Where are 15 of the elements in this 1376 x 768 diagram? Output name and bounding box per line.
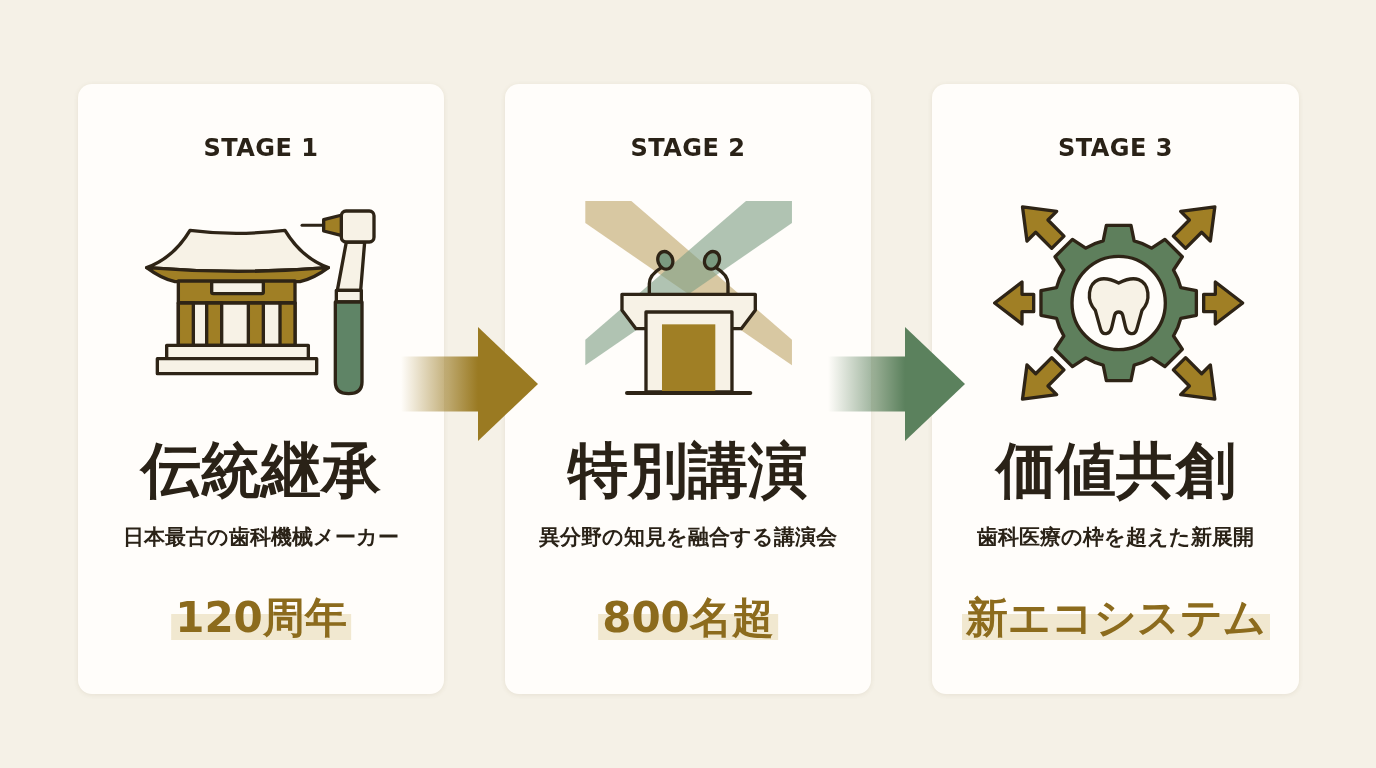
stage-description: 日本最古の歯科機械メーカー (123, 524, 399, 550)
highlight-text: 新エコシステム (961, 593, 1270, 643)
stage-label: STAGE 3 (1058, 134, 1173, 162)
stage-description: 異分野の知見を融合する講演会 (539, 524, 837, 550)
stage-title: 伝統継承 (141, 437, 381, 503)
stage-card (78, 84, 444, 694)
stage-label: STAGE 2 (630, 134, 746, 162)
stage-description: 歯科医療の枠を超えた新展開 (977, 524, 1254, 550)
stage-title: 価値共創 (995, 437, 1236, 503)
arrow (828, 327, 965, 441)
arrow (401, 327, 538, 441)
stage-label: STAGE 1 (203, 134, 319, 162)
stage-card (505, 84, 871, 694)
stage-card (932, 84, 1299, 694)
stage-title: 特別講演 (568, 437, 808, 503)
